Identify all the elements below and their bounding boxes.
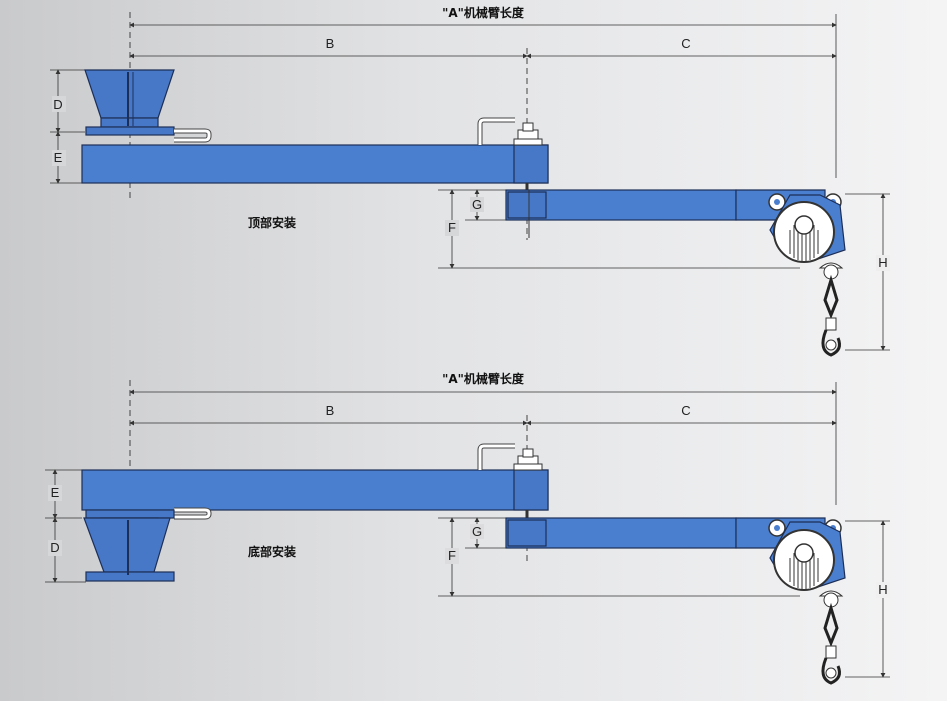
bottom-mount-label: 底部安装 <box>248 544 296 559</box>
dimension-c-bottom: C <box>526 403 837 426</box>
c-label-bottom: C <box>681 403 690 418</box>
f-label: F <box>448 220 456 235</box>
b-label-bottom: B <box>326 403 335 418</box>
top-mount-bracket <box>84 69 175 136</box>
e-label-bottom: E <box>51 485 60 500</box>
f-label-bottom: F <box>448 548 456 563</box>
bottom-mount-bracket <box>83 509 175 582</box>
dimension-c-top: C <box>526 36 837 59</box>
g-label-bottom: G <box>472 524 482 539</box>
h-label-bottom: H <box>878 582 887 597</box>
top-main-arm <box>81 117 549 190</box>
top-mount-label: 顶部安装 <box>248 215 296 230</box>
g-label: G <box>472 197 482 212</box>
d-label: D <box>53 97 62 112</box>
arm-length-label-bottom: "A"机械臂长度 <box>442 371 525 386</box>
dimension-b-bottom: B <box>129 403 528 426</box>
dimension-b-top: B <box>129 36 528 59</box>
top-hoist <box>768 193 846 357</box>
arm-length-label: "A"机械臂长度 <box>442 5 525 20</box>
dimension-a-bottom: "A"机械臂长度 <box>129 371 837 395</box>
bottom-mount-diagram: "A"机械臂长度 B C E D <box>45 371 890 685</box>
dimension-a-top: "A"机械臂长度 <box>129 5 837 28</box>
b-label: B <box>326 36 335 51</box>
e-label: E <box>54 150 63 165</box>
d-label-bottom: D <box>50 540 59 555</box>
c-label: C <box>681 36 690 51</box>
h-label: H <box>878 255 887 270</box>
bottom-main-arm <box>81 443 549 520</box>
top-mount-diagram: "A"机械臂长度 B C D E <box>50 5 890 357</box>
bottom-hoist <box>768 519 846 685</box>
